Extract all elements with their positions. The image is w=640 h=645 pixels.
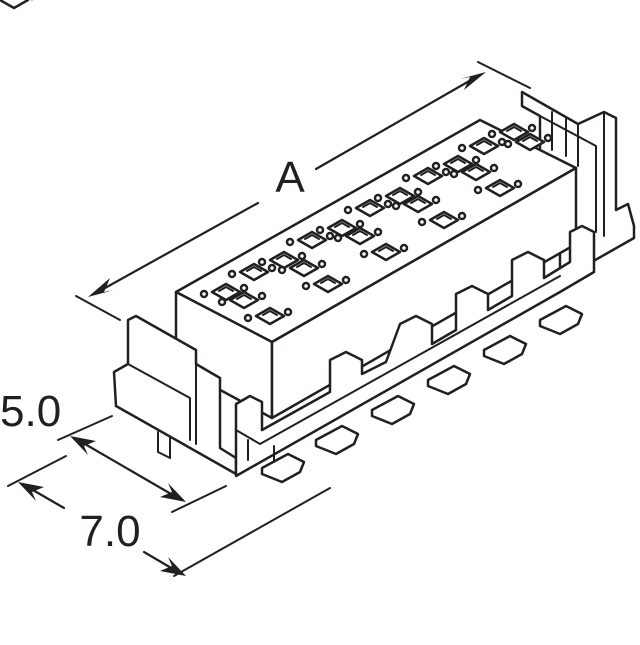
- arrowhead-width-bottom: [160, 483, 186, 502]
- extension-line-width-bottom: [171, 485, 227, 513]
- extension-line-a-left: [75, 295, 121, 321]
- dimension-label-a: A: [275, 153, 305, 202]
- smt-leads-front: [260, 304, 584, 484]
- extension-line-depth-left: [7, 455, 67, 487]
- contact-cavities: [0, 0, 553, 326]
- arrowhead-a-right: [460, 72, 486, 90]
- extension-line-depth-right: [173, 487, 331, 577]
- connector-body: [0, 0, 636, 484]
- arrowhead-width-top: [70, 436, 96, 455]
- dimension-depth: 7.0: [7, 455, 331, 577]
- end-wall-left: [112, 314, 238, 476]
- dimension-label-width: 5.0: [0, 387, 61, 436]
- dimension-line-a-right: [314, 74, 480, 171]
- dimension-line-width: [76, 438, 180, 500]
- extension-line-width-top: [57, 415, 113, 441]
- dimension-width: 5.0: [0, 387, 227, 513]
- dimension-line-a-left: [94, 201, 260, 295]
- extension-line-a-right: [477, 61, 531, 89]
- dimension-a: A: [75, 61, 531, 321]
- arrowhead-a-left: [88, 278, 114, 297]
- latch-rail: [234, 224, 596, 478]
- dimension-label-depth: 7.0: [79, 507, 140, 556]
- arrowhead-depth-left: [18, 482, 44, 501]
- arrowhead-depth-right: [160, 557, 186, 576]
